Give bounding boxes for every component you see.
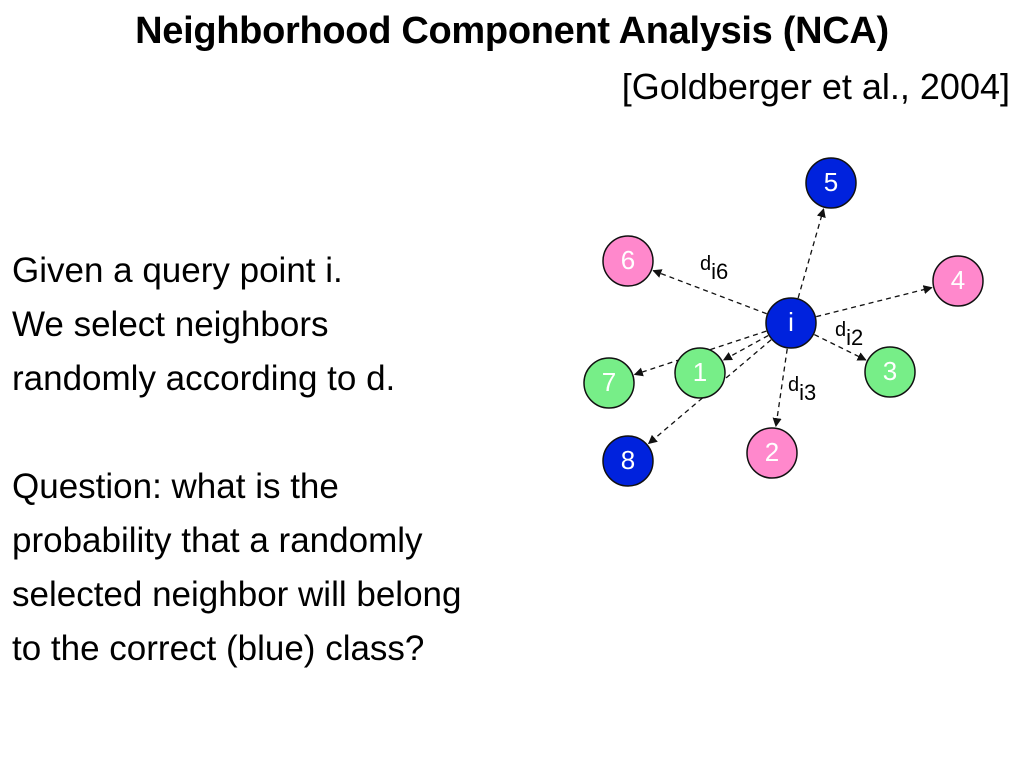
node-circle [674, 347, 726, 399]
text-line: randomly according to d. [12, 359, 396, 398]
arrow-i-to-5 [797, 208, 826, 299]
arrow-i-to-3 [814, 333, 867, 361]
distance-label-base: d [700, 253, 711, 275]
node-circle [805, 157, 857, 209]
node-circle [583, 357, 635, 409]
neighbor-node-5: 5 [805, 157, 857, 209]
node-circle [746, 427, 798, 479]
neighbor-node-6: 6 [602, 235, 654, 287]
neighbor-node-4: 4 [932, 255, 984, 307]
distance-label-base: d [788, 374, 799, 396]
distance-label-subscript: i6 [711, 259, 728, 284]
paragraph-gap [12, 406, 592, 460]
node-circle [602, 235, 654, 287]
node-circle [932, 255, 984, 307]
node-label: 2 [765, 437, 779, 467]
neighbor-node-3: 3 [864, 346, 916, 398]
neighbor-node-1: 1 [674, 347, 726, 399]
distance-label-subscript: i3 [799, 380, 816, 405]
node-label: 3 [883, 356, 897, 386]
arrow-i-to-4 [816, 285, 933, 318]
body-text: Given a query point i. We select neighbo… [12, 244, 592, 676]
arrow-i-to-6 [652, 269, 767, 315]
arrow-i-to-2 [772, 348, 788, 428]
node-label: 1 [693, 357, 707, 387]
nodes-layer: 5 6 4 3 1 7 2 8 i [583, 157, 984, 487]
edges-layer [633, 208, 933, 445]
text-line: to the correct (blue) class? [12, 629, 425, 668]
text-line: probability that a randomly [12, 521, 423, 560]
text-line: Question: what is the [12, 467, 339, 506]
node-circle [602, 435, 654, 487]
node-label: 4 [951, 265, 965, 295]
slide-title: Neighborhood Component Analysis (NCA) [135, 10, 889, 52]
distance-label-base: d [835, 319, 846, 341]
neighbor-node-7: 7 [583, 357, 635, 409]
node-label: 8 [621, 445, 635, 475]
citation: [Goldberger et al., 2004] [621, 66, 1010, 107]
node-label: 6 [621, 245, 635, 275]
node-circle [765, 297, 817, 349]
query-node-i: i [765, 297, 817, 349]
distance-label-i6: di6 [700, 253, 728, 284]
distance-label-i2: di2 [835, 319, 863, 350]
node-label: 7 [602, 367, 616, 397]
node-circle [864, 346, 916, 398]
neighbor-node-8: 8 [602, 435, 654, 487]
neighbor-node-2: 2 [746, 427, 798, 479]
distance-label-subscript: i2 [846, 325, 863, 350]
text-line: Given a query point i. [12, 251, 343, 290]
node-label: 5 [824, 167, 838, 197]
text-line: selected neighbor will belong [12, 575, 462, 614]
distance-label-i3: di3 [788, 374, 816, 405]
node-label: i [788, 307, 794, 337]
text-line: We select neighbors [12, 305, 329, 344]
